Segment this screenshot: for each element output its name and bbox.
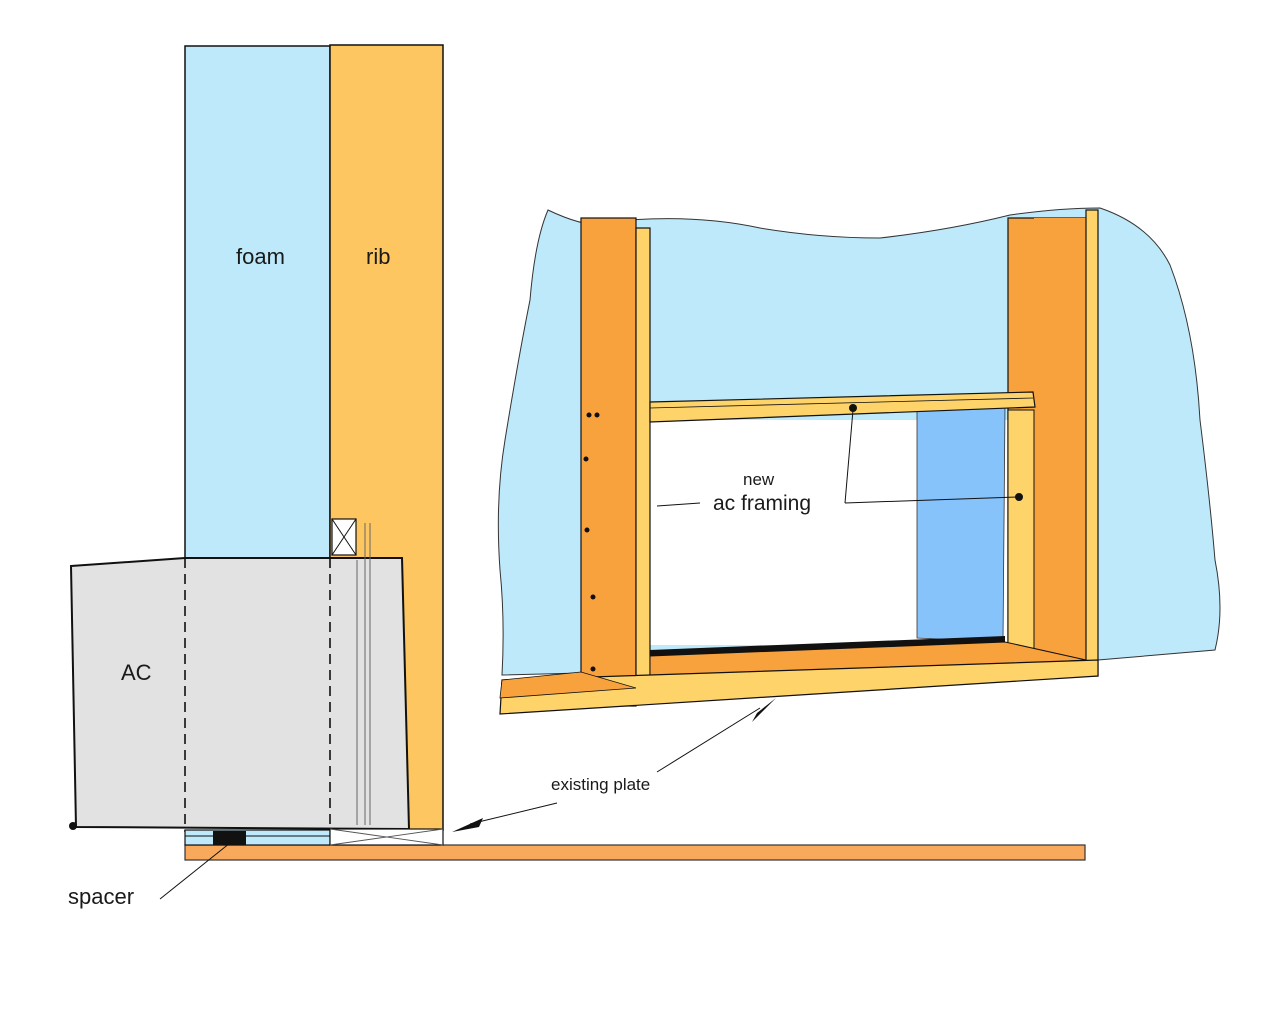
perspective-view: new ac framing (497, 207, 1221, 715)
framing-leader-top (844, 409, 854, 504)
ac-label: AC (121, 660, 152, 685)
spacer-leader (159, 842, 231, 900)
new-label: new (743, 470, 775, 489)
right-stud-face (1034, 218, 1086, 664)
existing-plate-label: existing plate (551, 775, 650, 794)
existing-plate-callout: existing plate (452, 698, 776, 832)
framing-leader-left (656, 502, 701, 507)
nail-dot (594, 412, 600, 418)
opening-side-face (916, 406, 1006, 643)
right-inner-trim (1007, 409, 1035, 659)
ac-unit (69, 557, 411, 831)
foam-label: foam (236, 244, 285, 269)
nail-dot (583, 456, 589, 462)
ac-corner-dot (69, 822, 77, 830)
plate-leader-right (656, 707, 761, 773)
nail-dot (590, 666, 596, 672)
x-block-marker (331, 518, 357, 556)
spacer-label: spacer (68, 884, 134, 909)
framing-leader-right (844, 496, 1018, 504)
framing-dot-top (849, 404, 857, 412)
arrow-head-right (752, 698, 776, 722)
section-view: foam rib AC spacer (68, 44, 1086, 909)
right-stud-edge (1085, 209, 1099, 677)
foam-column (184, 45, 331, 559)
plate-leader-left (469, 802, 558, 825)
existing-plate-strip (184, 844, 1086, 861)
framing-dot-right (1015, 493, 1023, 501)
left-stud-trim (635, 227, 651, 705)
nail-dot (586, 412, 592, 418)
top-header-edge (649, 397, 1034, 409)
ac-framing-label: ac framing (713, 492, 811, 515)
bottom-sill-dark (650, 636, 1005, 656)
nail-dot (590, 594, 596, 600)
left-stud (580, 217, 637, 707)
top-header (649, 391, 1036, 423)
existing-plate-top (499, 671, 637, 699)
arrow-head-left (452, 818, 483, 832)
rib-label: rib (366, 244, 390, 269)
plate-x-marker (329, 828, 444, 846)
existing-plate-face (499, 659, 1099, 715)
ac-base (184, 829, 331, 846)
spacer-block (213, 831, 246, 845)
nail-dot (584, 527, 590, 533)
